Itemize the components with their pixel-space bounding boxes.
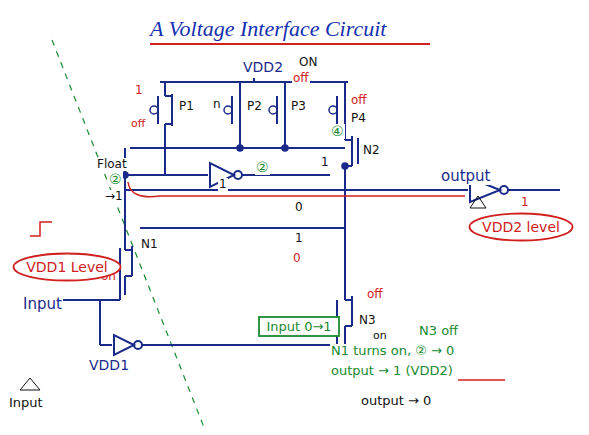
- label: N2: [362, 144, 381, 157]
- label: 1: [218, 178, 228, 191]
- label: P2: [246, 100, 263, 113]
- label: →1: [104, 190, 124, 203]
- label: P3: [290, 100, 307, 113]
- label: 1: [134, 84, 144, 97]
- label: ON: [298, 56, 318, 69]
- label: off: [292, 72, 310, 85]
- label: off: [366, 288, 384, 301]
- label: P4: [350, 112, 367, 125]
- label: N1: [140, 238, 159, 251]
- label: n: [212, 98, 222, 111]
- title: A Voltage Interface Circuit: [150, 16, 386, 42]
- label: VDD2: [242, 60, 284, 75]
- node-text: Input 0→1: [258, 319, 340, 334]
- label: 1: [520, 196, 530, 209]
- label: on: [372, 330, 388, 342]
- level-ellipse: VDD1 Level: [12, 252, 122, 282]
- label: off: [130, 118, 146, 130]
- node-text: VDD1 Level: [12, 259, 122, 275]
- label: P1: [178, 100, 195, 113]
- label: N1 turns on, ② → 0: [330, 344, 455, 358]
- label: ④: [330, 124, 345, 139]
- label: N3: [358, 314, 377, 327]
- label: N3 off: [418, 324, 459, 338]
- label: 1: [320, 156, 330, 169]
- label: VDD1: [88, 358, 130, 373]
- label: output → 0: [360, 394, 432, 408]
- label: Input: [8, 396, 44, 410]
- label: Float: [96, 158, 128, 171]
- label: off: [350, 94, 368, 107]
- label: 1: [294, 232, 304, 245]
- level-ellipse: VDD2 level: [468, 212, 574, 242]
- label: ②: [255, 160, 270, 175]
- label: output → 1 (VDD2): [330, 364, 454, 378]
- label: 0: [292, 252, 302, 265]
- label: 0: [294, 201, 304, 214]
- label: ②: [108, 172, 123, 187]
- condition-box: Input 0→1: [258, 316, 340, 337]
- label: Input: [22, 296, 63, 313]
- node-text: VDD2 level: [468, 219, 574, 235]
- label: output: [440, 168, 491, 185]
